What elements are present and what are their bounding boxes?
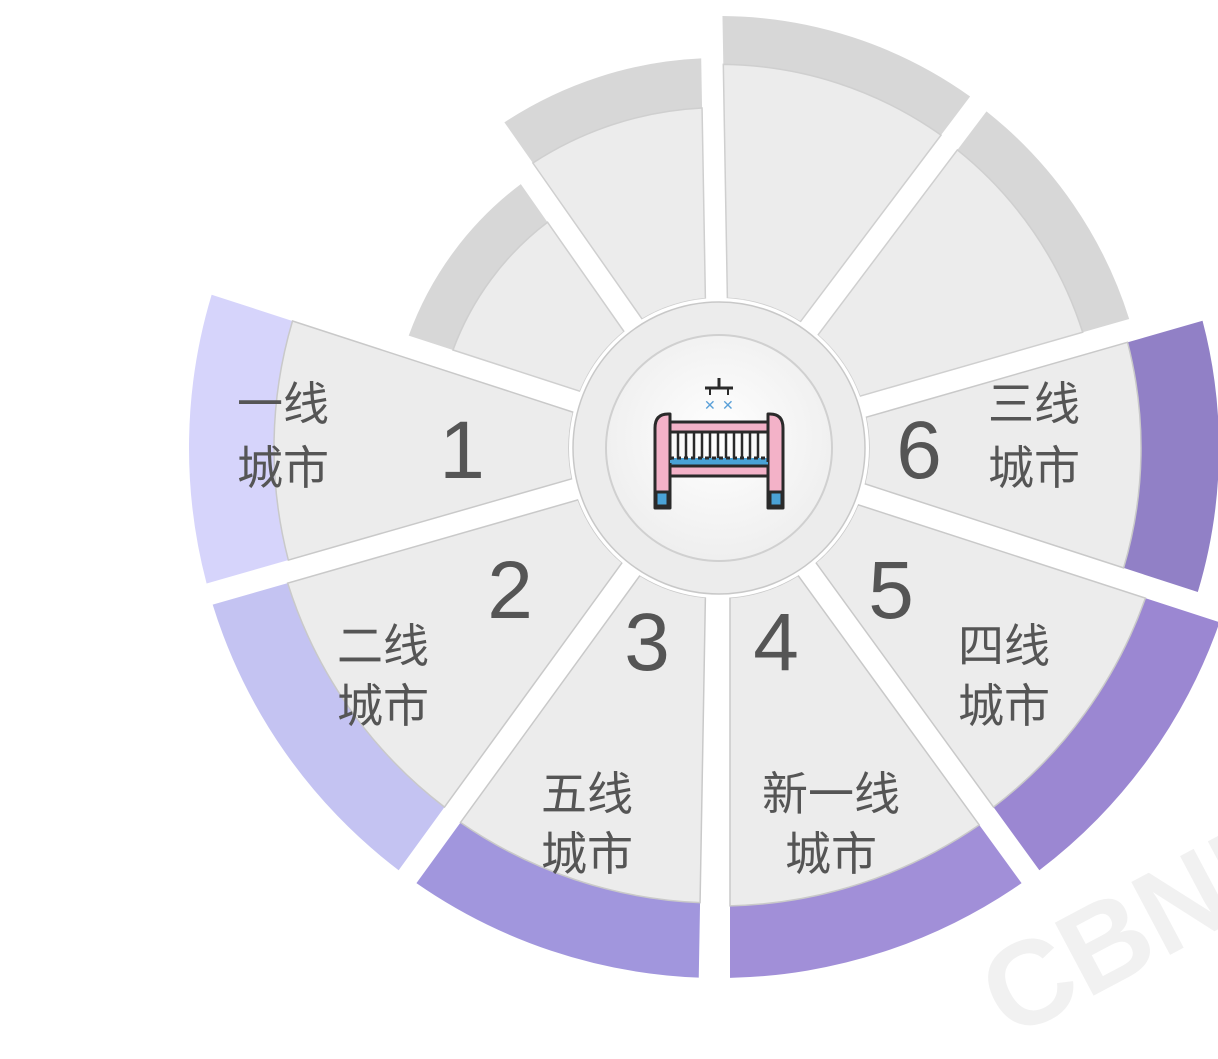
segment-label-line1: 一线 xyxy=(237,377,329,431)
segment-label-line2: 城市 xyxy=(337,679,429,733)
segment-tier4: 5 四线 城市 xyxy=(814,503,1218,871)
segment-label-line1: 新一线 xyxy=(762,767,900,821)
segment-label-line1: 二线 xyxy=(337,619,429,673)
segment-label-line2: 城市 xyxy=(237,441,329,495)
svg-text:✕: ✕ xyxy=(722,398,734,414)
center-hub: ✕ ✕ xyxy=(569,298,869,598)
inactive-wedge-b xyxy=(504,58,707,321)
segment-label-line2: 城市 xyxy=(541,827,633,881)
segment-tier2: 2 二线 城市 xyxy=(212,498,624,871)
segment-number: 1 xyxy=(439,405,485,496)
segment-tier1: 1 一线 城市 xyxy=(189,294,575,584)
segment-tier5: 3 五线 城市 xyxy=(416,574,707,978)
baby-crib-icon: ✕ ✕ xyxy=(653,378,785,510)
svg-text:✕: ✕ xyxy=(704,398,716,414)
segment-number: 4 xyxy=(753,597,799,688)
segment-number: 3 xyxy=(624,597,670,688)
inactive-wedge-c xyxy=(722,16,971,323)
segment-label-line1: 四线 xyxy=(958,619,1050,673)
segment-number: 6 xyxy=(896,405,942,496)
segment-body xyxy=(286,498,624,809)
inactive-wedges xyxy=(408,16,1130,398)
segment-new-tier1: 4 新一线 城市 xyxy=(729,574,1022,978)
segment-number: 5 xyxy=(868,545,914,636)
segment-number: 2 xyxy=(487,545,533,636)
segment-tier3: 6 三线 城市 xyxy=(863,320,1218,593)
inactive-wedge-d xyxy=(816,111,1130,398)
segment-label-line1: 五线 xyxy=(541,767,633,821)
segment-label-line2: 城市 xyxy=(958,679,1050,733)
segment-label-line1: 三线 xyxy=(988,377,1080,431)
segment-label-line2: 城市 xyxy=(785,827,877,881)
segment-label-line2: 城市 xyxy=(988,441,1080,495)
tier-segments: 1 一线 城市 2 二线 城市 3 五线 城市 4 新一线 城市 xyxy=(189,294,1218,978)
